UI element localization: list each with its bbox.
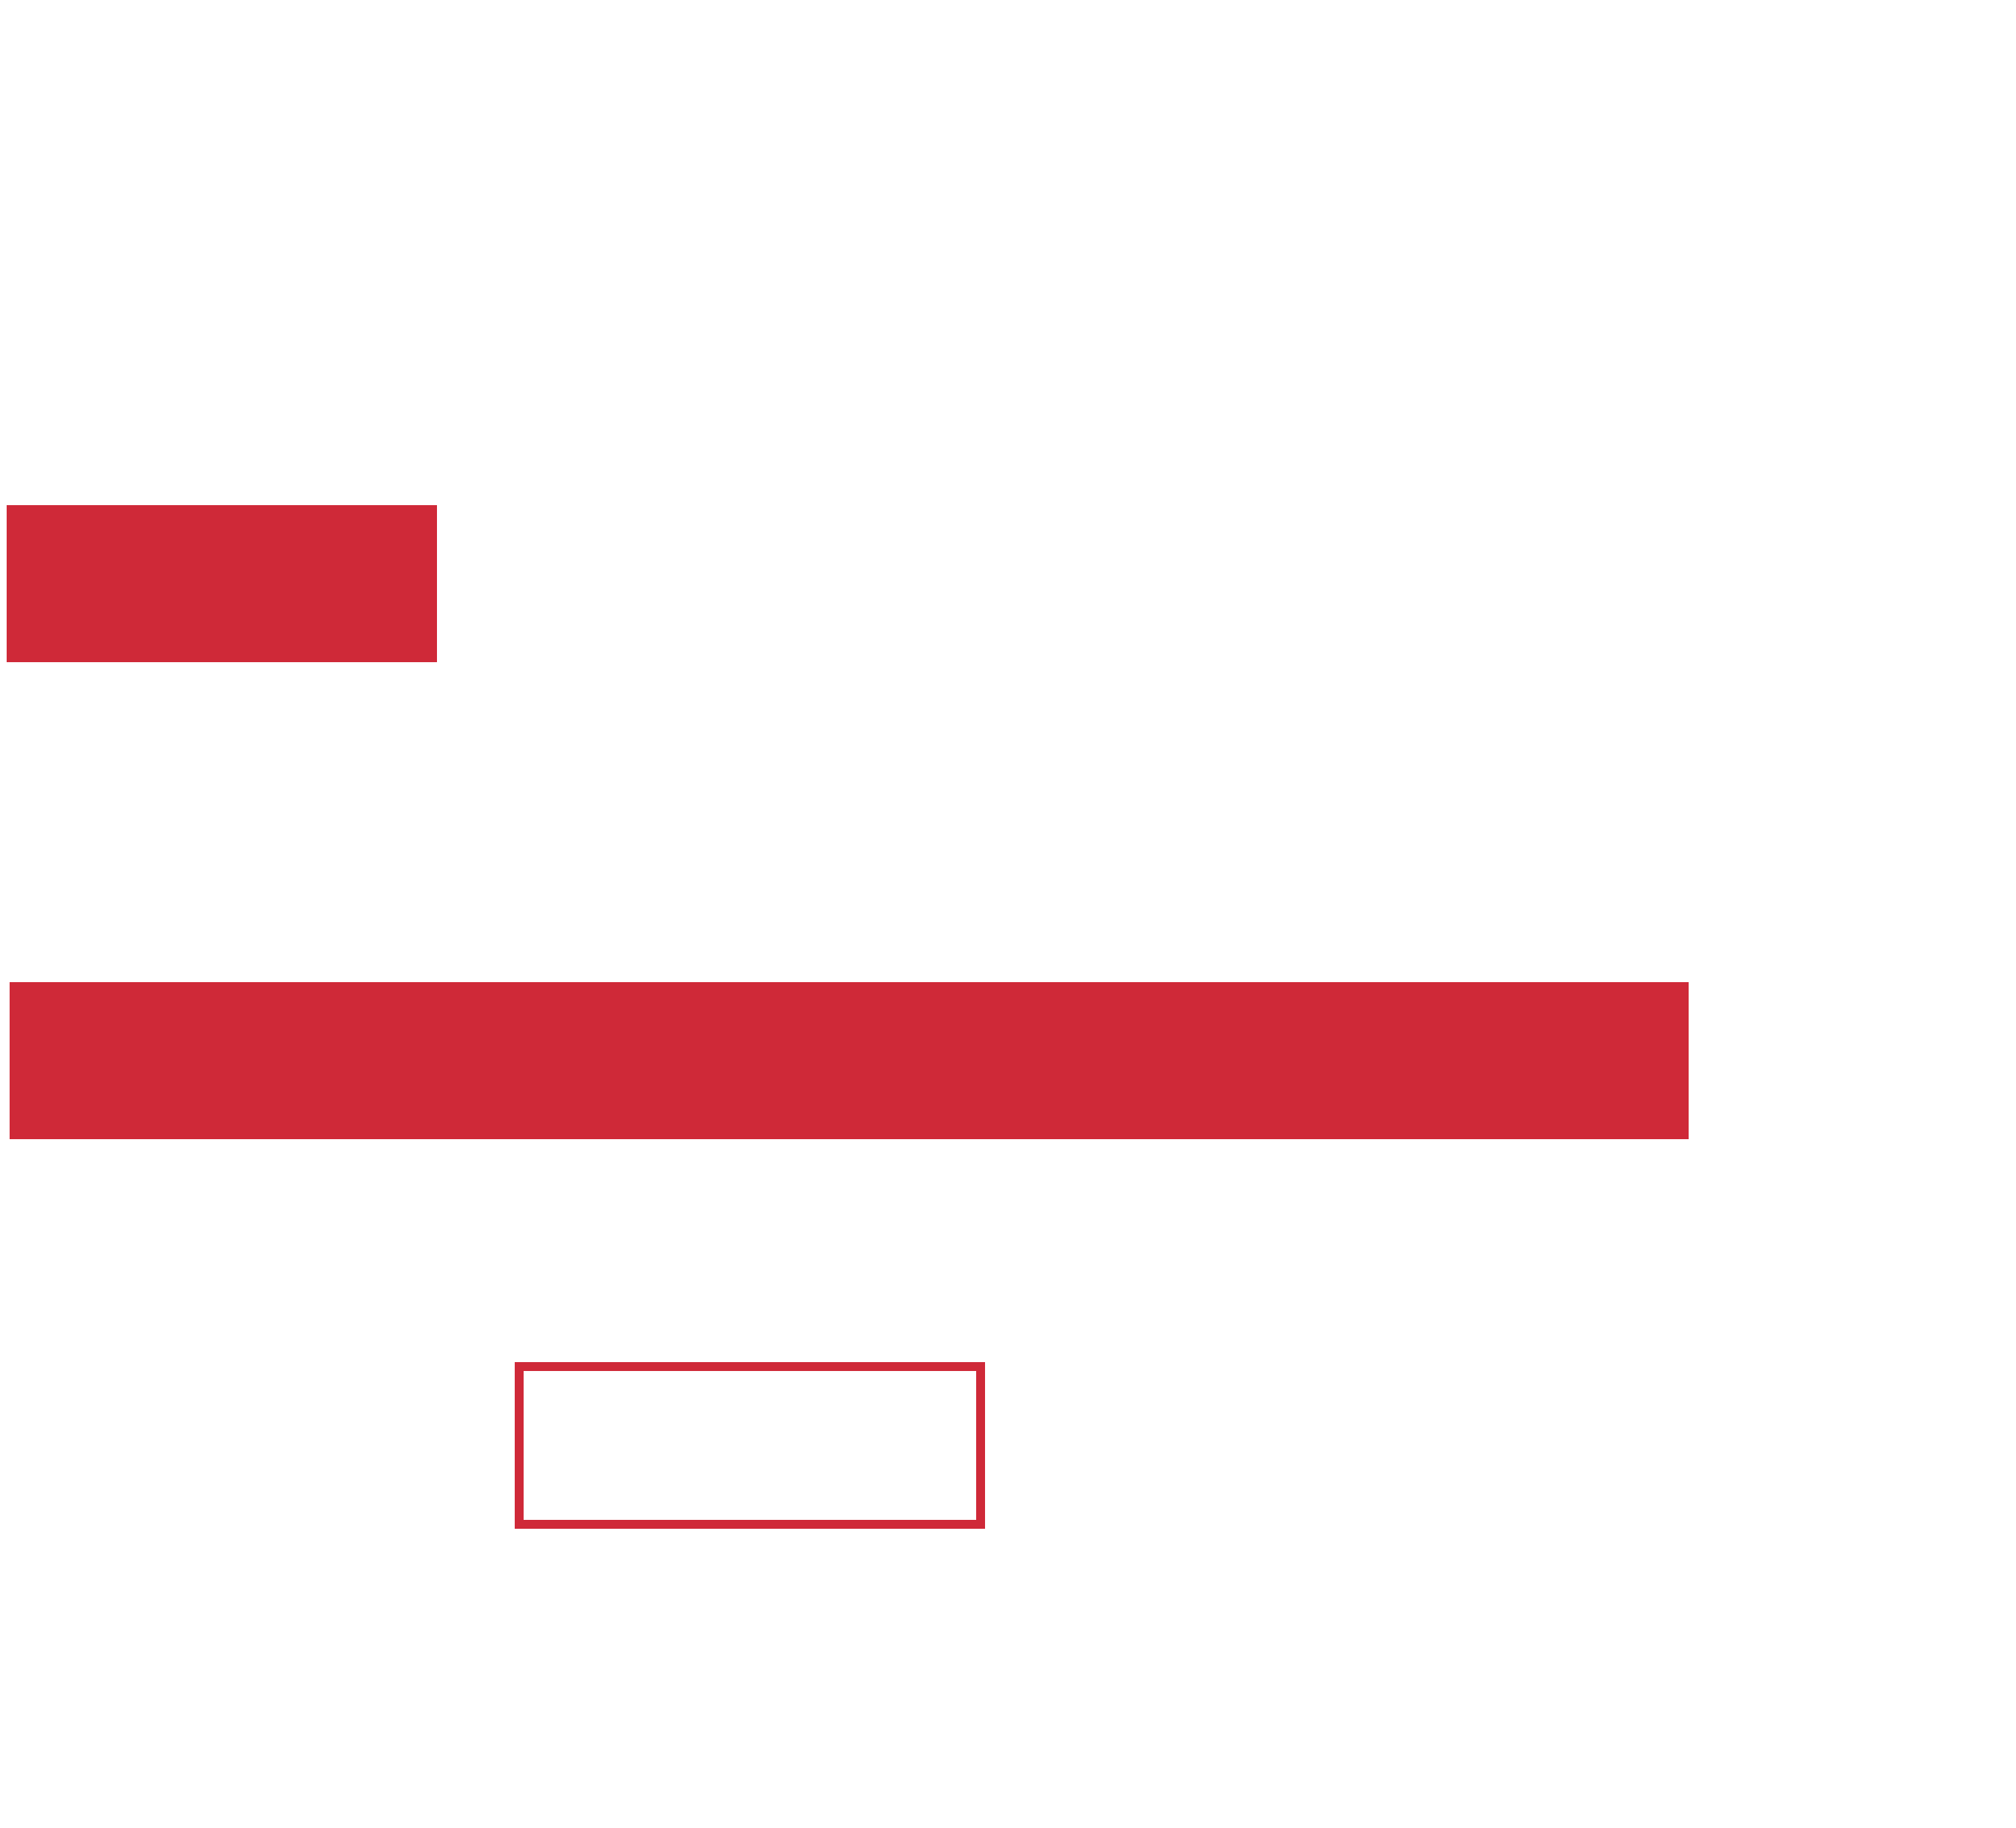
top-red-bar bbox=[7, 505, 437, 662]
outlined-red-box bbox=[515, 1362, 985, 1529]
middle-red-bar bbox=[10, 982, 1689, 1139]
